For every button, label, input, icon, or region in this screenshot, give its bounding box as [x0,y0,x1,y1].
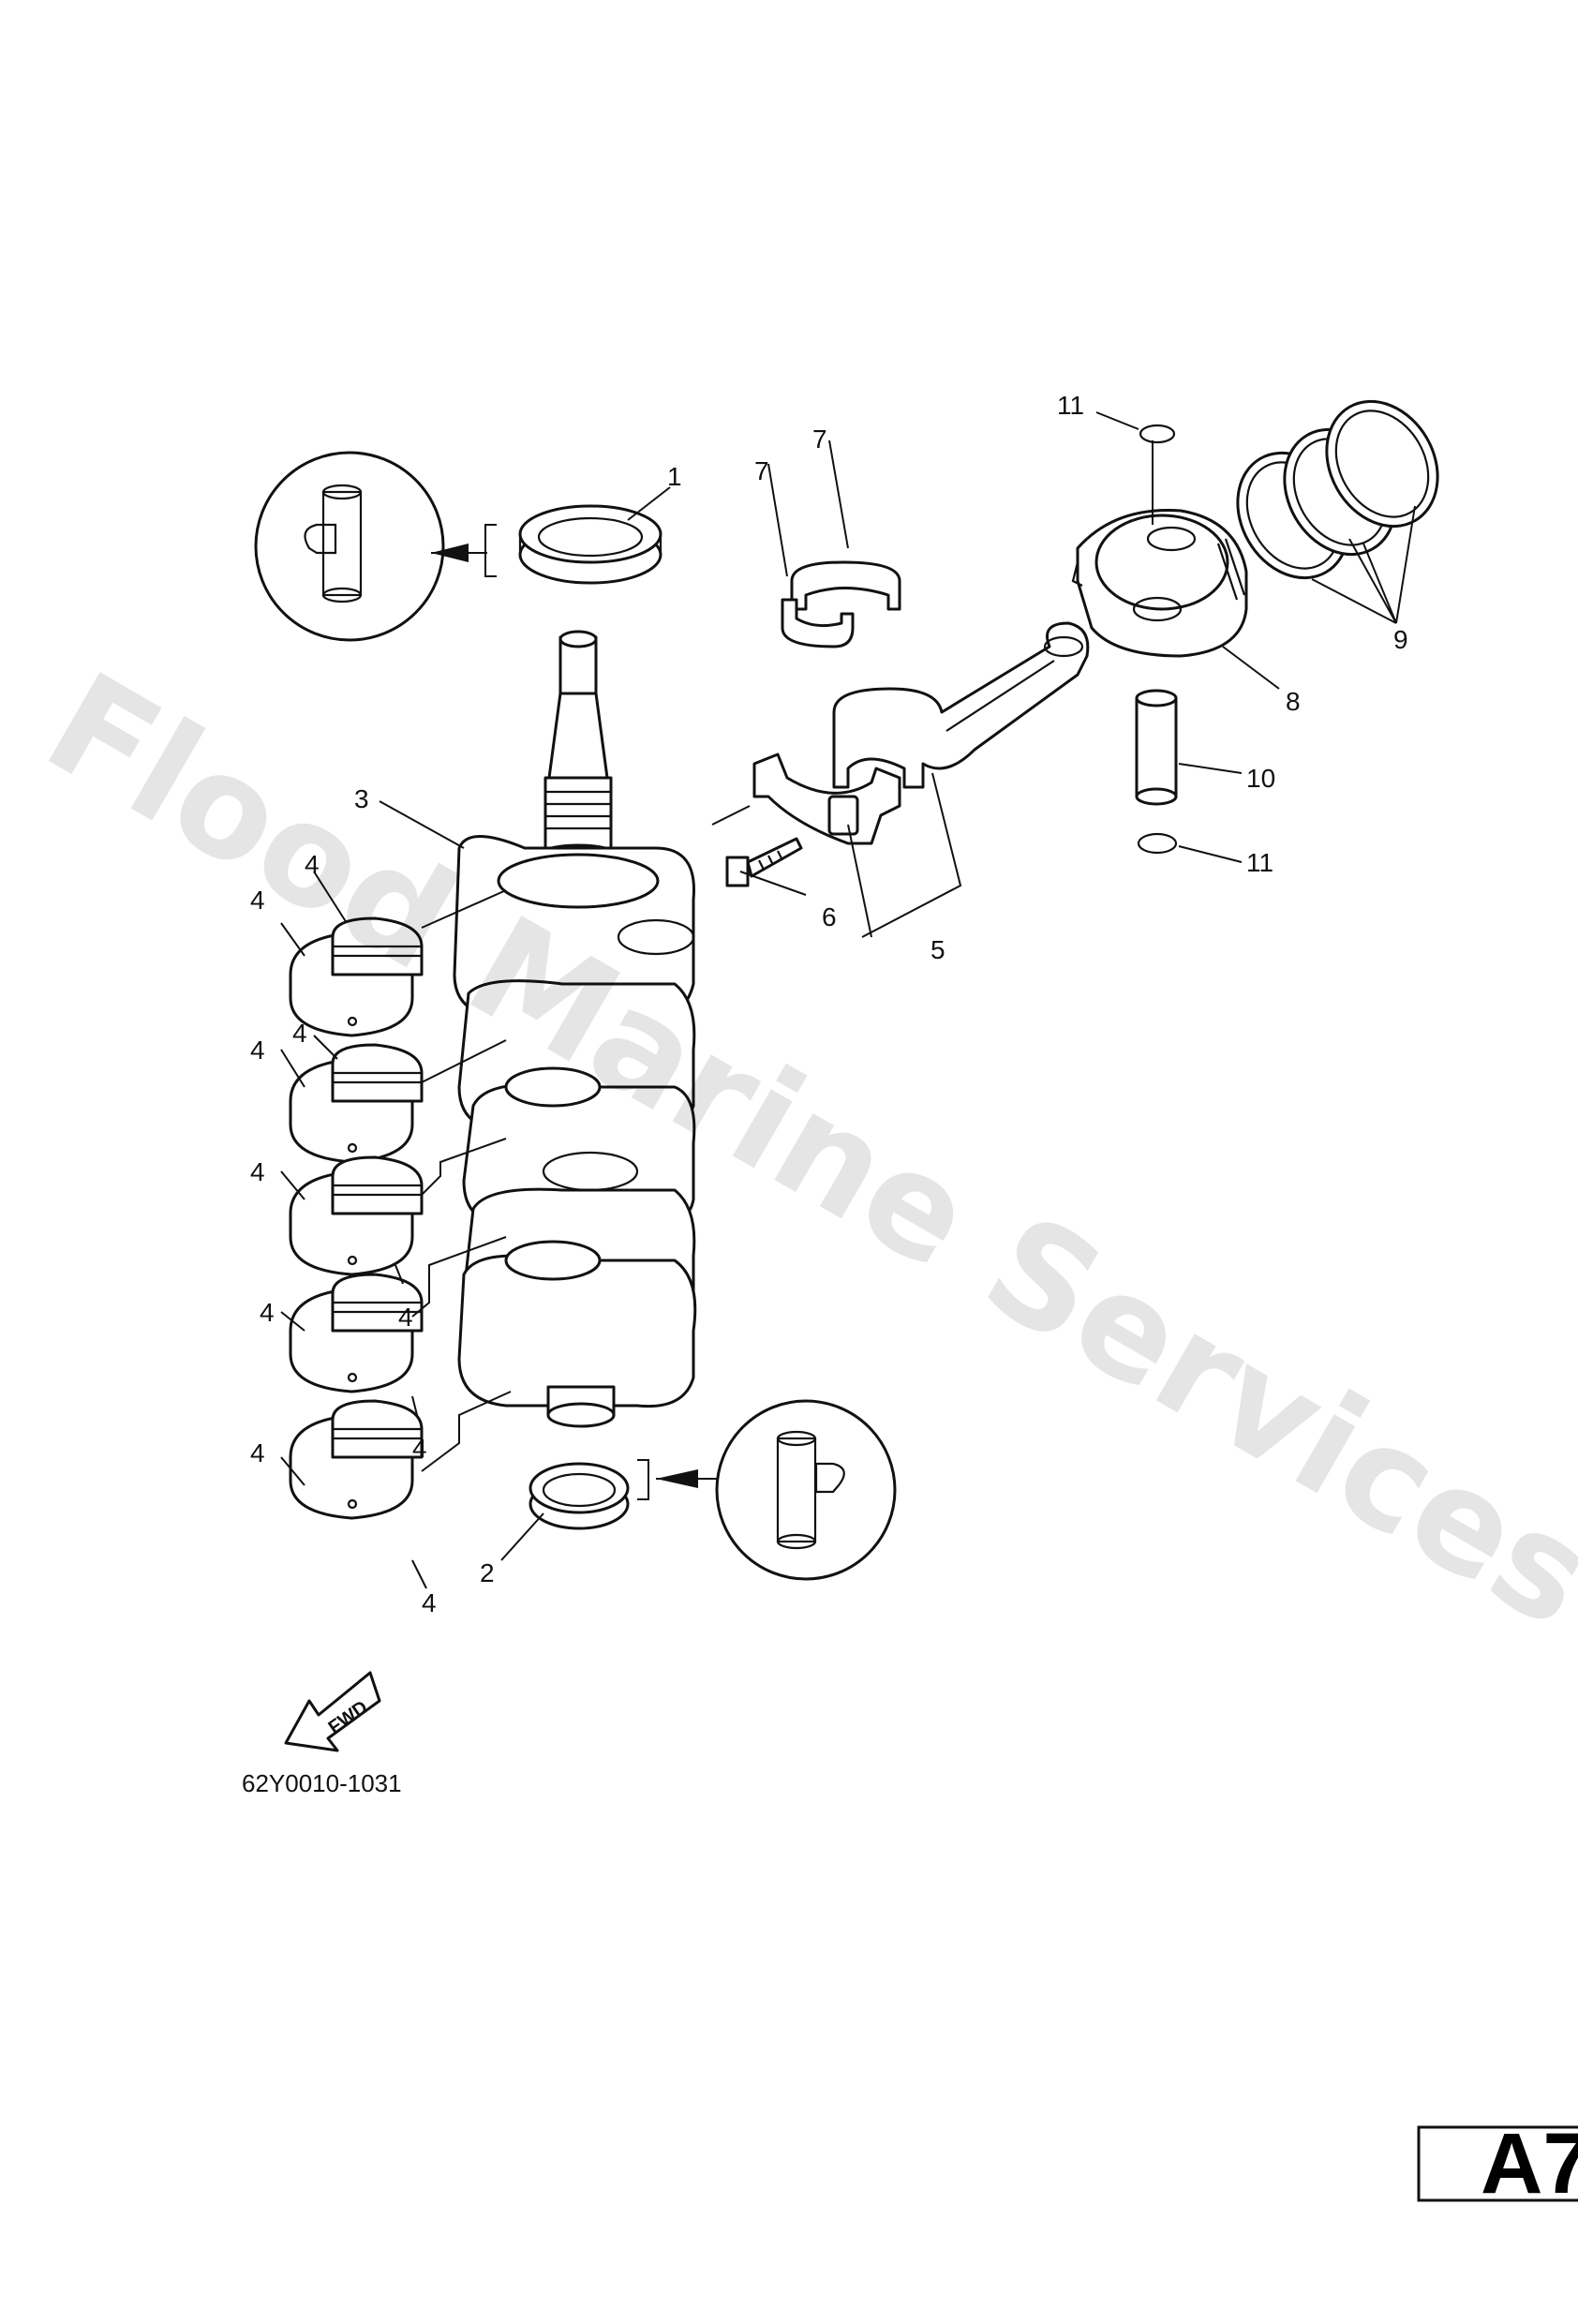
figure-code: 62Y0010-1031 [242,1769,402,1797]
callout-4: 4 [422,1588,437,1617]
callout-11: 11 [1246,848,1273,877]
callout-7: 7 [754,456,769,485]
rod-bolt-6 [725,837,803,887]
page-badge: A7 [1417,2116,1578,2212]
callout-5: 5 [930,935,945,964]
page-badge-text: A7 [1481,2116,1578,2212]
big-end-bearings-7 [781,560,901,648]
oil-seal-2 [528,1462,630,1530]
piston-pin-10 [1135,689,1178,806]
crankshaft-3 [453,630,697,1428]
callout-4: 4 [305,850,320,879]
circlip-11-top [1139,424,1176,444]
callout-1: 1 [667,462,682,491]
leader-lines [280,411,1416,1589]
callout-11: 11 [1057,391,1084,420]
callout-4: 4 [250,1438,265,1467]
oil-seal-1 [518,504,662,585]
main-bearings-4 [289,889,512,1520]
callout-3: 3 [354,784,369,813]
circlip-11-bottom [1137,832,1178,855]
piston-rings-9 [1236,399,1439,580]
callout-numbers: 1 2 3 4 4 4 4 4 4 4 4 4 4 5 6 7 7 8 9 10… [250,391,1408,1617]
callout-4: 4 [292,1019,307,1048]
seal-detail-top [254,451,497,642]
callout-9: 9 [1393,625,1408,654]
callout-4: 4 [260,1298,275,1327]
callout-6: 6 [822,902,837,931]
callout-4: 4 [250,1035,265,1065]
callout-8: 8 [1286,687,1301,716]
connecting-rod-5 [752,621,1090,845]
piston-8 [1071,509,1248,658]
callout-7: 7 [812,425,827,454]
callout-4: 4 [398,1303,413,1332]
callout-4: 4 [250,1157,265,1186]
callout-4: 4 [250,886,265,915]
fwd-arrow-icon: FWD [284,1671,381,1752]
callout-2: 2 [480,1558,495,1587]
seal-detail-bottom [637,1399,897,1581]
callout-4: 4 [412,1434,427,1463]
callout-10: 10 [1246,764,1275,793]
